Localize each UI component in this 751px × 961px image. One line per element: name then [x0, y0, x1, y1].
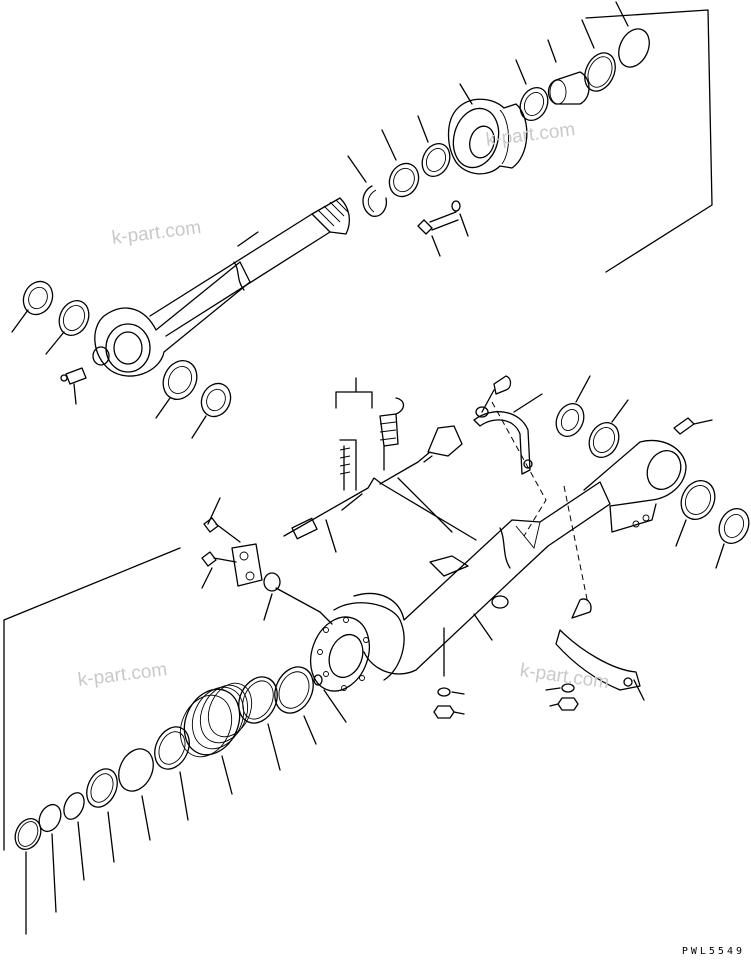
grease-fitting-left [60, 367, 87, 405]
cylinder-tube [353, 439, 687, 675]
head-seals [515, 1, 650, 122]
bushing-lower [155, 360, 232, 439]
snap-ring [347, 155, 388, 217]
rod-assembly [11, 1, 713, 439]
tube-assembly [3, 375, 750, 935]
head-bolt [417, 200, 469, 257]
hose-flange [201, 497, 333, 625]
piston-seals [14, 666, 347, 935]
cylinder-head [447, 83, 528, 175]
piston [179, 682, 253, 758]
piston-rod [149, 197, 351, 337]
pipe-clamp-top [473, 375, 543, 475]
tube-flange [310, 602, 405, 692]
tube-bushings [555, 375, 750, 569]
nuts-washers [429, 555, 579, 719]
drawing-code: PWL5549 [681, 946, 745, 957]
hoses [283, 425, 477, 553]
rod-eye [92, 261, 251, 377]
piston-rings [381, 115, 451, 198]
bushing-left [11, 280, 90, 355]
hose-fittings [335, 377, 405, 491]
pipe-clamp-bottom [555, 598, 645, 701]
